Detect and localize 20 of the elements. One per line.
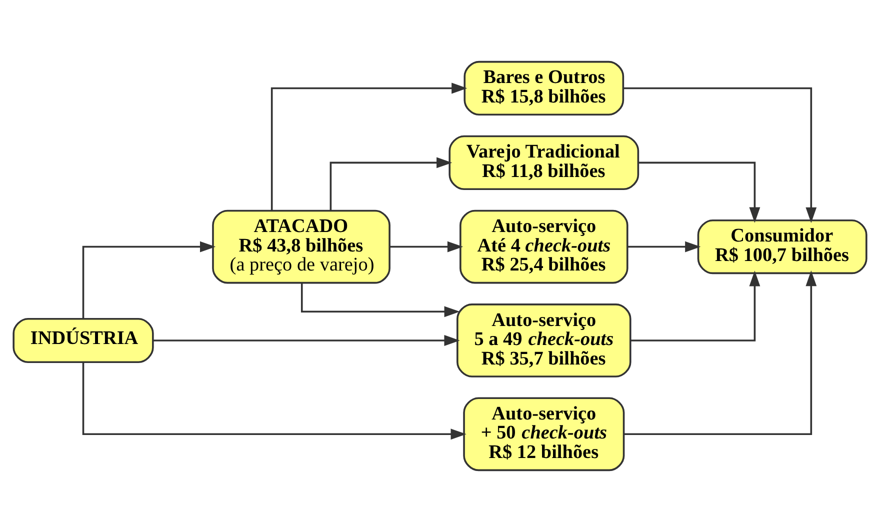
arrow	[623, 87, 817, 223]
arrow	[300, 283, 460, 318]
arrow	[624, 270, 817, 436]
arrow	[390, 241, 464, 252]
node-box: Bares e Outros R$ 15,8 bilhões	[464, 60, 624, 116]
arrow	[638, 162, 760, 223]
node-box: Consumidor R$ 100,7 bilhões	[697, 219, 868, 274]
arrow	[270, 82, 468, 210]
arrow	[82, 241, 216, 319]
node-box: Auto-serviço 5 a 49 check-outs R$ 35,7 bilhões	[456, 304, 632, 378]
arrow	[630, 270, 760, 342]
node-box: ATACADO R$ 43,8 bilhões (a preço de varejo)	[212, 210, 390, 284]
arrow	[330, 157, 452, 211]
node-box: INDÚSTRIA	[12, 318, 154, 363]
node-box: Auto-serviço Até 4 check-outs R$ 25,4 bilhões	[460, 210, 628, 284]
node-box: Varejo Tradicional R$ 11,8 bilhões	[448, 135, 640, 190]
arrow	[628, 241, 701, 252]
arrow	[153, 335, 460, 346]
arrow	[82, 362, 466, 440]
node-box: Auto-serviço + 50 check-outs R$ 12 bilhões	[463, 397, 625, 472]
